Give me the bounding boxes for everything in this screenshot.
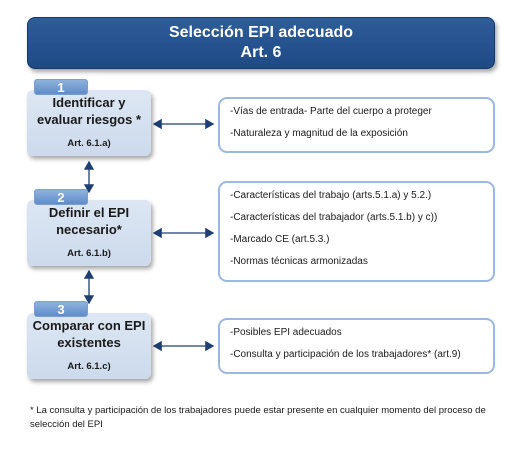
step-title: Comparar con EPI existentes	[32, 318, 146, 350]
step-article: Art. 6.1.b)	[67, 248, 111, 259]
step-article: Art. 6.1.a)	[67, 138, 111, 149]
step-number-badge: 1	[34, 79, 88, 95]
step-title: Identificar y evaluar riesgos *	[36, 95, 142, 127]
step-define-epi: Definir el EPI necesario* Art. 6.1.b)	[27, 200, 151, 266]
step-article: Art. 6.1.c)	[67, 361, 111, 372]
footnote: * La consulta y participación de los tra…	[30, 405, 486, 430]
detail-box-3: -Posibles EPI adecuados -Consulta y part…	[218, 318, 495, 374]
detail-item: -Marcado CE (art.5.3.)	[230, 234, 330, 245]
step-compare-epi: Comparar con EPI existentes Art. 6.1.c)	[27, 313, 151, 379]
detail-item: -Naturaleza y magnitud de la exposición	[230, 128, 408, 139]
detail-item: -Posibles EPI adecuados	[230, 327, 342, 338]
detail-box-2: -Características del trabajo (arts.5.1.a…	[218, 181, 495, 282]
detail-box-1: -Vías de entrada- Parte del cuerpo a pro…	[218, 97, 495, 153]
header-article: Art. 6	[240, 44, 282, 61]
detail-item: -Vías de entrada- Parte del cuerpo a pro…	[230, 106, 432, 117]
step-title: Definir el EPI necesario*	[48, 205, 130, 237]
step-identify-risks: Identificar y evaluar riesgos * Art. 6.1…	[27, 90, 151, 156]
detail-item: -Normas técnicas armonizadas	[230, 256, 368, 267]
detail-item: -Características del trabajador (arts.5.…	[230, 212, 438, 223]
header-title: Selección EPI adecuado	[168, 24, 354, 41]
diagram-header: Selección EPI adecuado Art. 6	[27, 17, 495, 69]
step-number-badge: 2	[34, 189, 88, 205]
detail-item: -Características del trabajo (arts.5.1.a…	[230, 190, 432, 201]
detail-item: -Consulta y participación de los trabaja…	[230, 349, 461, 360]
step-number-badge: 3	[34, 301, 88, 317]
